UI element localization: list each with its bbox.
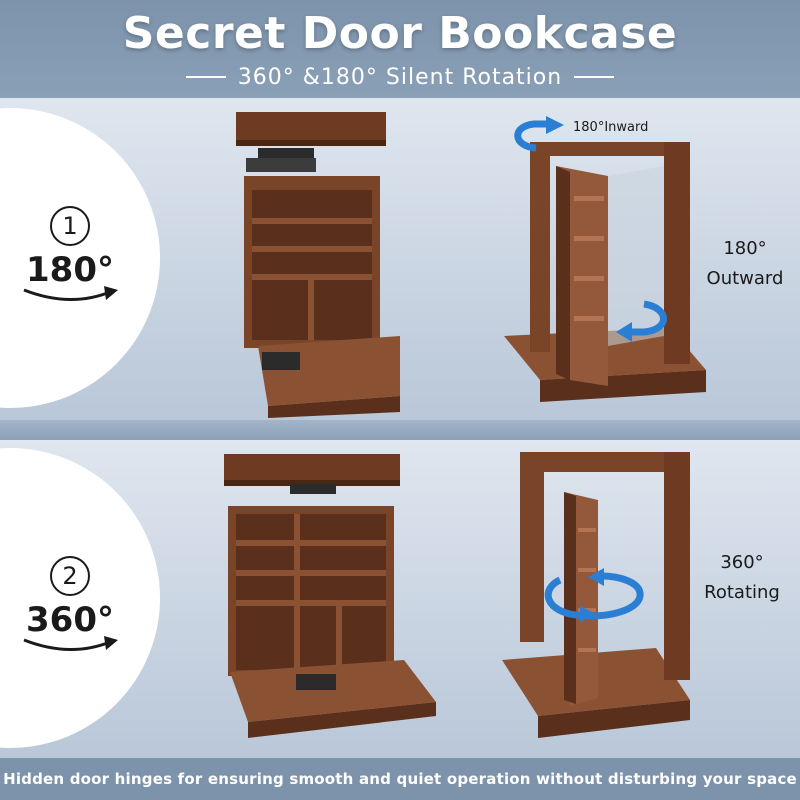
mode-block-180: 1 180° — [10, 206, 130, 306]
rotating-annotation: 360° Rotating — [684, 548, 800, 608]
page-subtitle: 360° &180° Silent Rotation — [237, 64, 563, 90]
door-180-illustration — [504, 142, 706, 402]
exploded-bookcase-illustration — [224, 454, 436, 738]
rotation-arrow-icon — [23, 286, 118, 301]
subtitle-divider-left — [185, 76, 226, 78]
inward-label: 180°Inward — [573, 120, 649, 135]
panel-divider — [0, 420, 800, 440]
page-title: Secret Door Bookcase — [122, 8, 678, 59]
exploded-bookcase-illustration — [236, 112, 400, 418]
subtitle-row: 360° &180° Silent Rotation — [0, 62, 800, 92]
mode-angle-label: 180° — [26, 250, 114, 290]
panel-180: 1 180° — [0, 98, 800, 420]
outward-annotation: 180° Outward — [690, 234, 800, 294]
mode-angle-label: 360° — [26, 600, 114, 640]
rotation-arrow-icon — [23, 636, 118, 651]
header-banner: Secret Door Bookcase 360° &180° Silent R… — [0, 0, 800, 98]
panel-360: 2 360° — [0, 440, 800, 758]
step-number-badge: 2 — [50, 556, 90, 596]
outward-text: Outward — [706, 268, 784, 289]
step-number-badge: 1 — [50, 206, 90, 246]
rotate-360-arrow-icon — [544, 568, 644, 622]
rotate-outward-arrow-icon — [616, 300, 667, 342]
rotating-angle: 360° — [720, 552, 764, 573]
rotating-text: Rotating — [704, 582, 780, 603]
footer-banner: Hidden door hinges for ensuring smooth a… — [0, 758, 800, 800]
door-360-illustration — [502, 452, 690, 738]
rotate-inward-arrow-icon — [514, 116, 564, 152]
mode-block-360: 2 360° — [10, 556, 130, 656]
subtitle-divider-right — [574, 76, 615, 78]
outward-angle: 180° — [723, 238, 767, 259]
footer-caption: Hidden door hinges for ensuring smooth a… — [3, 770, 797, 788]
